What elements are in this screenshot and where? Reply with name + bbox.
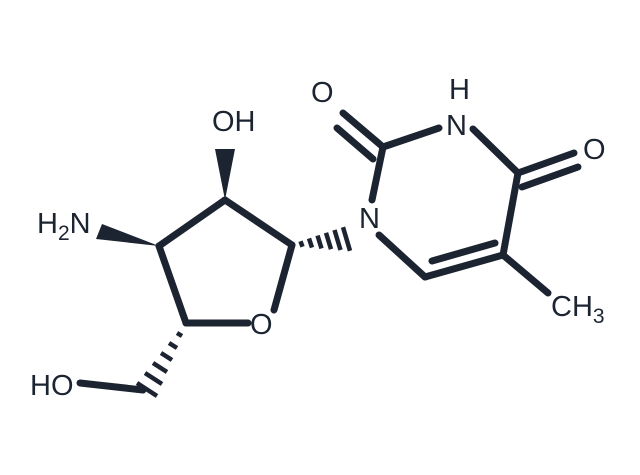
ring-o-label: O [250, 309, 273, 341]
bond-c4-c5 [499, 169, 522, 259]
bond-c5-c6 [421, 251, 507, 281]
bond-c3s-c4s [155, 242, 190, 327]
bond-c5-c6-double [428, 239, 499, 265]
amino-n-label: N [70, 208, 91, 240]
bond-c4-o-a [514, 149, 578, 177]
ring-n-label: N [359, 203, 380, 235]
methyl-subscript: 3 [593, 305, 605, 328]
bond-c5-methyl [499, 251, 552, 297]
bond-c1-c2s [221, 196, 296, 249]
carbonyl-o-left-label: O [311, 77, 334, 109]
amino-label: H2N [37, 208, 91, 245]
methyl-label: CH3 [551, 291, 605, 328]
hash-c1-n1 [289, 226, 353, 252]
bond-c6-n1 [375, 231, 429, 281]
bond-c2-n3 [379, 124, 443, 151]
nh-h-label: H [449, 74, 470, 106]
bond-ch2-oh [76, 379, 147, 394]
carbonyl-o-right-label: O [583, 134, 606, 166]
bond-c2s-c3s [155, 196, 229, 250]
bond-c4-o-b [518, 163, 582, 191]
hash-c4s-ch2 [135, 320, 189, 398]
bond-n1-c2 [368, 143, 387, 204]
methyl-c-label: CH [551, 291, 593, 323]
bond-o-c1 [270, 241, 296, 314]
wedge-c3s-nh2 [96, 224, 159, 246]
bond-n3-c4 [469, 125, 522, 177]
hydroxymethyl-label: HO [30, 370, 74, 402]
hydroxyl-label: OH [212, 106, 256, 138]
bond-c2-o-a [339, 109, 387, 151]
nh-n-label: N [446, 110, 467, 142]
wedge-c2s-oh [215, 149, 235, 200]
bond-c2-o-b [333, 124, 377, 163]
amino-subscript: 2 [58, 222, 70, 245]
amino-h-label: H [37, 208, 58, 240]
